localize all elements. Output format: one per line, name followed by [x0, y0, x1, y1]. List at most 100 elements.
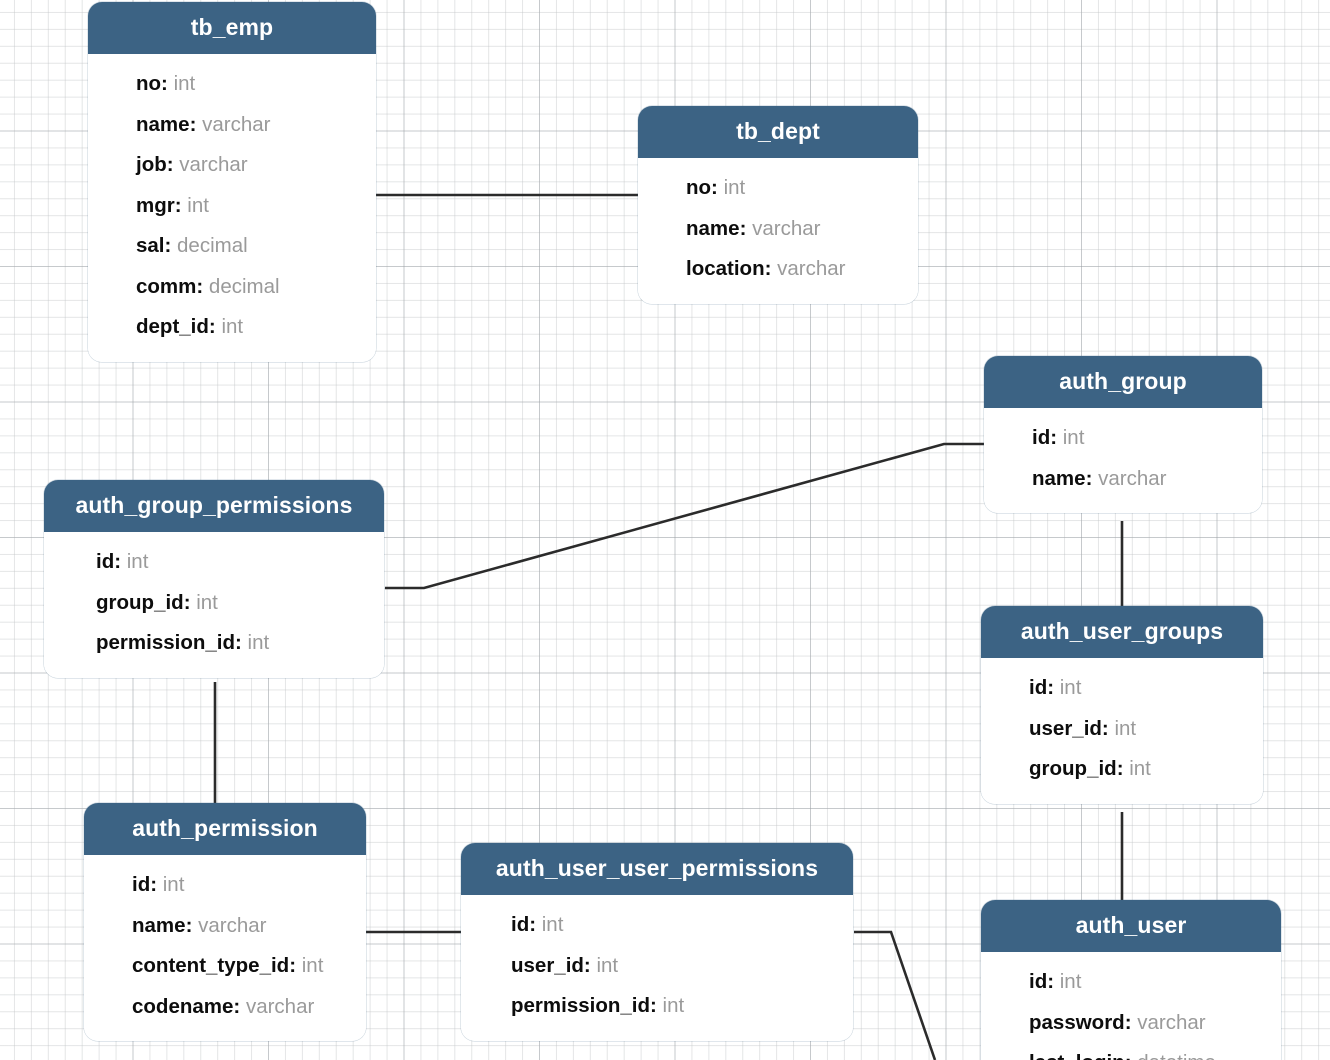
- field-separator: :: [650, 994, 657, 1017]
- field-type: int: [1062, 426, 1085, 449]
- field-row: permission_id: int: [44, 623, 384, 664]
- table-node-tb_emp[interactable]: tb_emp no: int name: varchar job: varcha…: [88, 2, 376, 362]
- field-type: varchar: [777, 257, 846, 280]
- field-name: sal: [136, 234, 165, 257]
- field-type: int: [187, 193, 209, 217]
- table-header-auth_group_permissions: auth_group_permissions: [44, 480, 384, 532]
- table-body-tb_emp: no: int name: varchar job: varchar mgr: …: [88, 54, 376, 362]
- field-separator: :: [583, 953, 591, 977]
- field-name: job: [136, 153, 167, 176]
- field-separator: :: [1101, 716, 1109, 740]
- table-node-auth_group_permissions[interactable]: auth_group_permissions id: int group_id:…: [44, 480, 384, 678]
- field-row: no: int: [88, 64, 376, 105]
- table-body-auth_user: id: int password: varchar last_login: da…: [981, 952, 1281, 1060]
- edge-auth_user_user_permissions-auth_user: [854, 930, 937, 1060]
- field-row: last_login: datetime: [981, 1043, 1281, 1060]
- field-row: name: varchar: [84, 906, 366, 947]
- table-node-auth_user[interactable]: auth_user id: int password: varchar last…: [981, 900, 1281, 1060]
- field-type: int: [173, 72, 196, 95]
- field-name: no: [136, 72, 162, 95]
- field-name: permission_id: [511, 994, 650, 1017]
- field-name: comm: [136, 274, 197, 298]
- field-type: int: [662, 994, 685, 1017]
- table-body-auth_user_groups: id: int user_id: int group_id: int: [981, 658, 1263, 804]
- field-type: decimal: [208, 274, 280, 298]
- field-name: user_id: [1029, 716, 1102, 740]
- field-separator: :: [711, 176, 718, 199]
- field-name: permission_id: [96, 631, 235, 654]
- field-row: comm: decimal: [88, 267, 376, 308]
- field-separator: :: [189, 112, 197, 136]
- table-header-auth_user: auth_user: [981, 900, 1281, 952]
- table-node-auth_user_groups[interactable]: auth_user_groups id: int user_id: int gr…: [981, 606, 1263, 804]
- field-separator: :: [174, 193, 182, 217]
- field-type: decimal: [177, 234, 248, 257]
- field-type: varchar: [245, 994, 315, 1018]
- field-row: name: varchar: [638, 209, 918, 250]
- field-name: id: [132, 873, 151, 896]
- field-separator: :: [1124, 1010, 1132, 1034]
- field-row: id: int: [981, 962, 1281, 1003]
- field-row: user_id: int: [981, 709, 1263, 750]
- field-row: job: varchar: [88, 145, 376, 186]
- field-name: name: [686, 216, 740, 240]
- field-type: varchar: [1098, 466, 1167, 490]
- field-type: int: [1129, 757, 1151, 780]
- field-row: name: varchar: [88, 105, 376, 146]
- field-separator: :: [1116, 757, 1124, 780]
- table-body-auth_group_permissions: id: int group_id: int permission_id: int: [44, 532, 384, 678]
- field-row: password: varchar: [981, 1003, 1281, 1044]
- field-separator: :: [183, 590, 191, 614]
- field-name: user_id: [511, 953, 584, 977]
- table-header-auth_group: auth_group: [984, 356, 1262, 408]
- field-separator: :: [1047, 970, 1055, 993]
- field-separator: :: [161, 72, 168, 95]
- field-separator: :: [529, 913, 537, 936]
- field-separator: :: [1125, 1051, 1132, 1060]
- field-type: int: [1114, 716, 1137, 740]
- table-header-tb_emp: tb_emp: [88, 2, 376, 54]
- table-header-auth_user_groups: auth_user_groups: [981, 606, 1263, 658]
- field-name: content_type_id: [132, 954, 290, 977]
- field-separator: :: [235, 631, 242, 654]
- table-header-auth_permission: auth_permission: [84, 803, 366, 855]
- field-row: content_type_id: int: [84, 946, 366, 987]
- field-row: no: int: [638, 168, 918, 209]
- field-row: group_id: int: [44, 583, 384, 624]
- field-name: group_id: [96, 590, 184, 614]
- field-separator: :: [208, 315, 216, 338]
- field-type: varchar: [1137, 1010, 1206, 1034]
- field-name: name: [1032, 466, 1086, 490]
- field-row: id: int: [981, 668, 1263, 709]
- field-row: id: int: [84, 865, 366, 906]
- field-row: id: int: [984, 418, 1262, 459]
- field-name: name: [136, 112, 190, 136]
- table-body-auth_permission: id: int name: varchar content_type_id: i…: [84, 855, 366, 1041]
- table-node-tb_dept[interactable]: tb_dept no: int name: varchar location: …: [638, 106, 918, 304]
- field-row: codename: varchar: [84, 987, 366, 1028]
- field-type: int: [1059, 970, 1082, 993]
- field-name: name: [132, 913, 186, 937]
- field-name: mgr: [136, 193, 175, 217]
- field-name: codename: [132, 994, 234, 1018]
- field-name: group_id: [1029, 757, 1117, 780]
- field-separator: :: [114, 550, 122, 573]
- field-name: id: [1029, 676, 1048, 699]
- field-type: int: [126, 550, 149, 573]
- field-row: id: int: [461, 905, 853, 946]
- field-name: id: [1029, 970, 1048, 993]
- table-node-auth_user_user_permissions[interactable]: auth_user_user_permissions id: int user_…: [461, 843, 853, 1041]
- field-row: user_id: int: [461, 946, 853, 987]
- field-type: varchar: [202, 112, 271, 136]
- field-name: password: [1029, 1010, 1125, 1034]
- table-body-auth_user_user_permissions: id: int user_id: int permission_id: int: [461, 895, 853, 1041]
- table-node-auth_group[interactable]: auth_group id: int name: varchar: [984, 356, 1262, 513]
- field-separator: :: [196, 274, 204, 298]
- table-node-auth_permission[interactable]: auth_permission id: int name: varchar co…: [84, 803, 366, 1041]
- table-body-tb_dept: no: int name: varchar location: varchar: [638, 158, 918, 304]
- field-type: int: [247, 631, 270, 654]
- field-type: int: [1059, 676, 1082, 699]
- field-separator: :: [185, 913, 193, 937]
- field-separator: :: [289, 954, 297, 977]
